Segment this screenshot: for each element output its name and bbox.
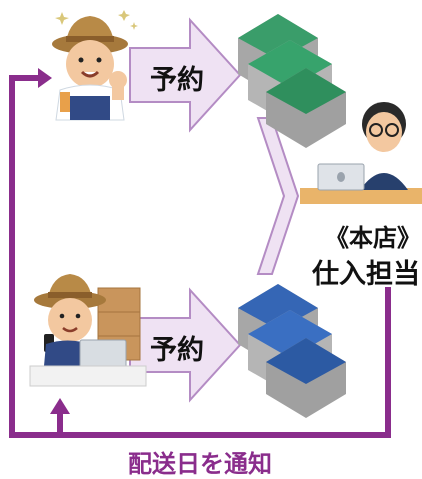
chevron-right-icon — [256, 117, 300, 275]
loop-arrowhead-top — [38, 68, 52, 88]
reserve-label-bottom: 予約 — [150, 335, 204, 366]
loop-outer-path — [9, 75, 391, 438]
buyer-at-laptop-icon — [300, 102, 422, 204]
branch-label: 《本店》 — [325, 224, 421, 252]
green-warehouse-icon — [238, 14, 346, 148]
role-label: 仕入担当 — [312, 259, 420, 290]
farmer-with-laptop-icon — [29, 274, 147, 387]
arrow-top — [129, 17, 242, 133]
farmer-icon — [52, 10, 138, 121]
notify-label: 配送日を通知 — [128, 450, 272, 478]
reserve-label-top: 予約 — [150, 65, 204, 96]
blue-warehouse-icon — [238, 284, 346, 418]
loop-arrowhead-bottom — [50, 398, 70, 414]
